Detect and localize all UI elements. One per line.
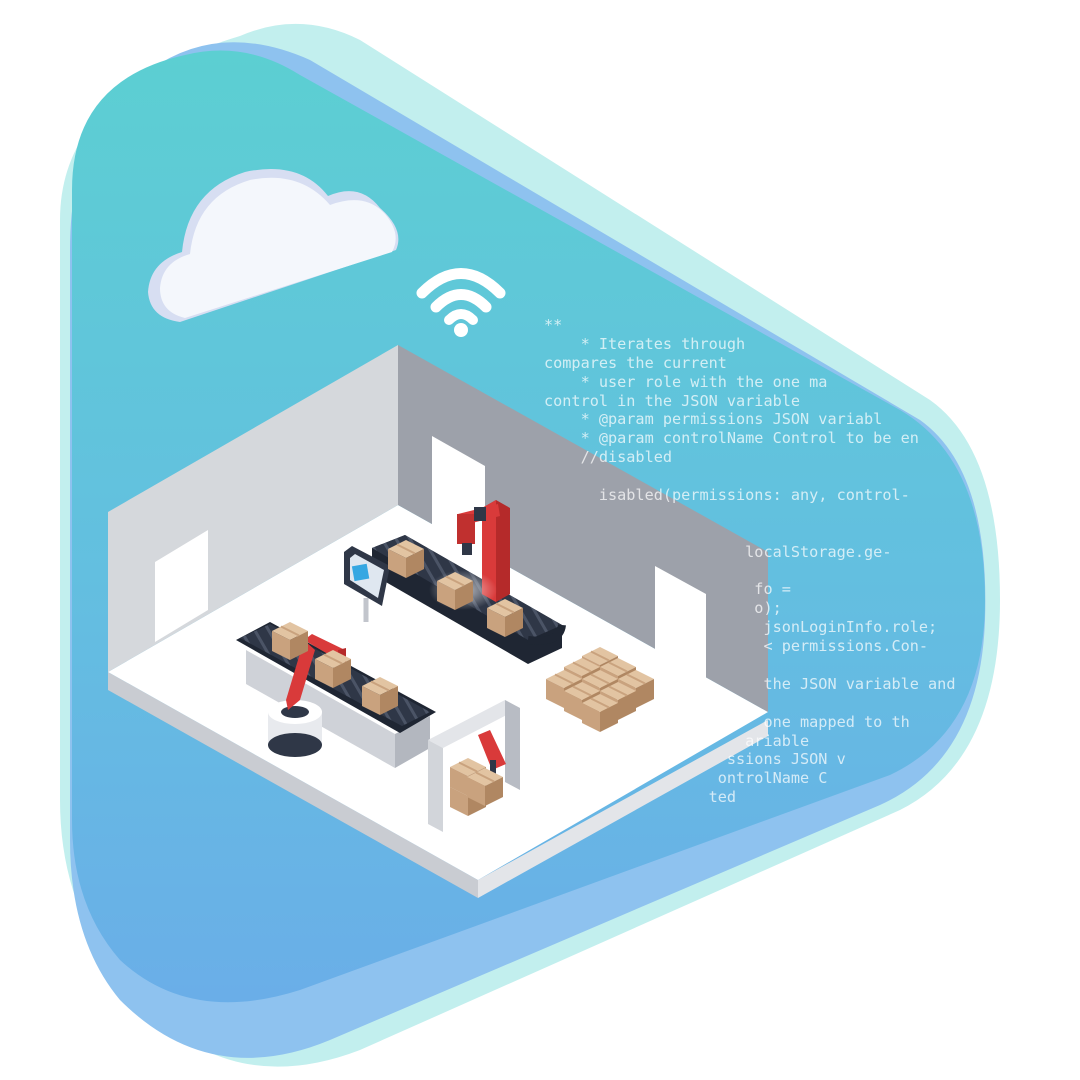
factory-room — [108, 345, 768, 898]
wifi-icon — [416, 268, 506, 337]
monitor-icon — [344, 546, 390, 622]
door-left — [155, 530, 208, 642]
door-right — [655, 566, 706, 682]
floor — [108, 505, 768, 880]
floor-edge-right — [478, 720, 768, 898]
robot-arm-icon — [268, 634, 348, 757]
gantry-frame — [428, 700, 520, 832]
floor-edge-left — [108, 672, 478, 898]
cloud-icon — [148, 169, 399, 322]
